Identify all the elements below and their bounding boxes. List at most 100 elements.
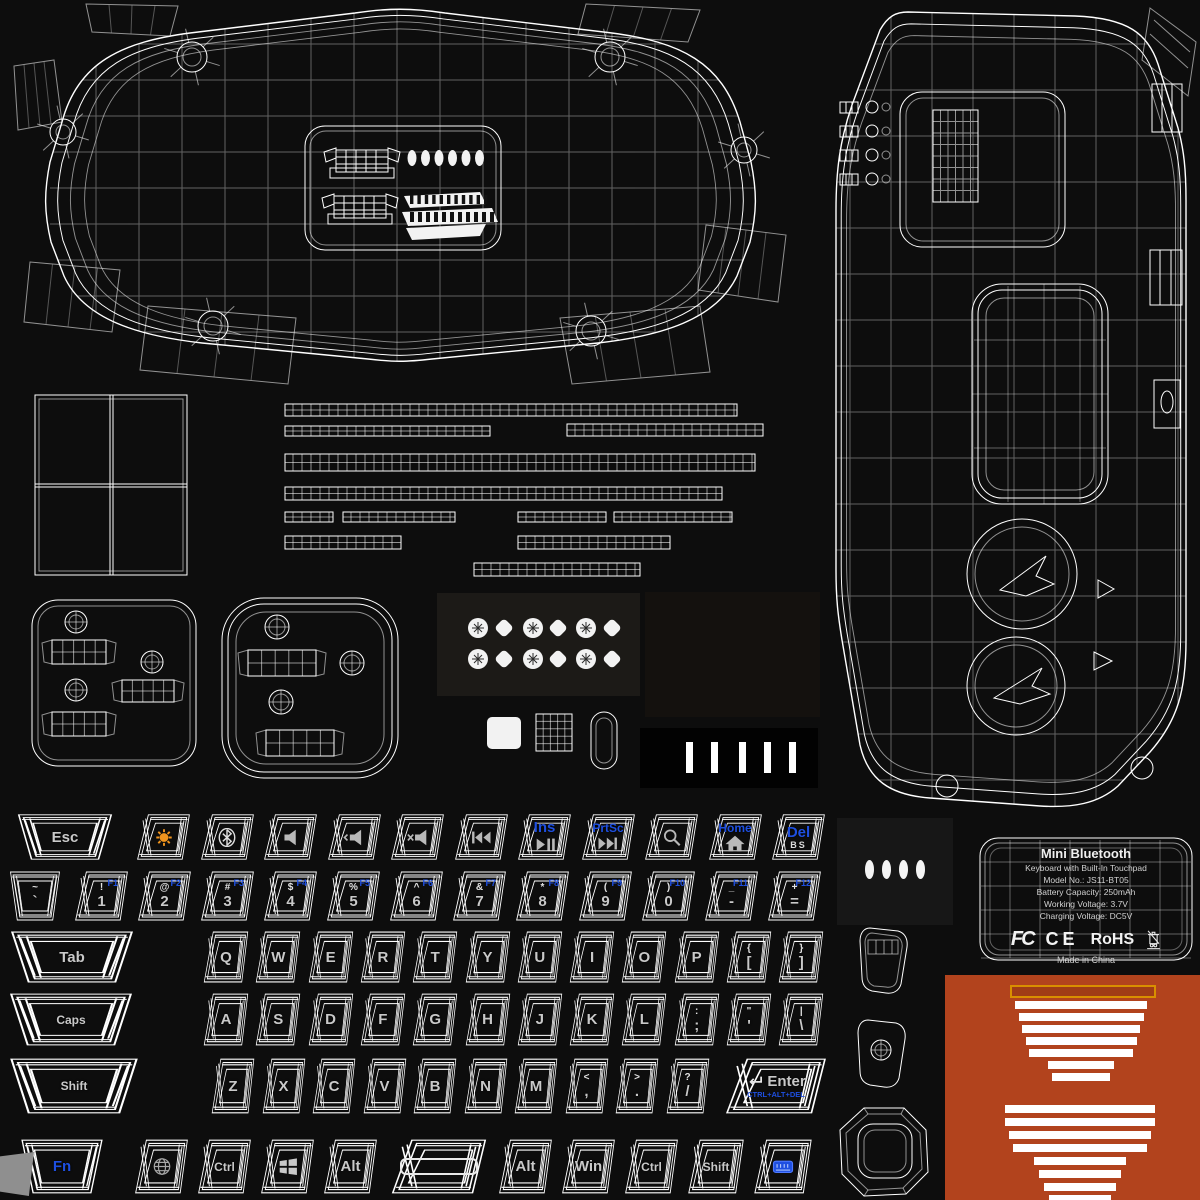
usb-pill-part [590,711,618,770]
texture-strip [517,511,607,523]
gear-dots-panel [437,593,640,696]
key-label: ' [747,1016,751,1034]
key-prtsc: PrtSc [580,813,637,861]
back-shell-wireframe [13,3,787,385]
key-label: 3 [223,893,232,910]
label-title: Mini Bluetooth [1040,846,1132,861]
key-space-icon [388,1138,490,1195]
key--: F11_- [703,870,760,922]
volume-down-icon [342,828,366,847]
key-1: F1!1 [73,870,130,922]
gear-dot [468,649,488,669]
key-q: Q [202,930,250,984]
texture-strip [284,511,334,523]
key--: >. [614,1057,660,1115]
white-stripe [1044,1183,1116,1191]
play-pause-icon [533,835,557,854]
key-7: F7&7 [451,870,508,922]
shift-symbol: : [695,1005,699,1017]
key-label: Fn [52,1158,72,1175]
key-label: F [378,1011,388,1028]
key-z: Z [210,1057,256,1115]
shift-symbol: ! [99,882,104,893]
home-icon [723,834,747,853]
key-label: Z [228,1077,238,1095]
key-label: . [634,1083,640,1100]
key-v: V [362,1057,408,1115]
charge-slot [789,742,796,773]
fkey-label: F9 [611,878,622,888]
key-8: F8*8 [514,870,571,922]
shift-symbol: ) [666,882,671,893]
side-arrow-upper [1097,579,1116,599]
ribbon-connector [402,192,498,240]
speaker-icon [279,828,303,847]
white-stripe [1018,1013,1144,1021]
key-l: L [620,992,668,1047]
key-9: F9(9 [577,870,634,922]
texture-strip [284,453,756,472]
key-label: Esc [51,828,79,846]
texture-strip [284,535,402,550]
cross-dot [602,618,622,638]
key-label: G [429,1011,442,1028]
edge-fragment [0,1152,34,1196]
key-2: F2@2 [136,870,193,922]
fkey-label: F5 [359,878,370,888]
key-label: H [482,1011,493,1028]
texture-strip [517,535,671,550]
key-label: Caps [56,1012,86,1027]
key-search-icon [643,813,700,861]
bluetooth-icon [215,828,239,847]
label-subtitle: Keyboard with Built-In Touchpad [1025,863,1147,873]
key-prev-track-icon [453,813,510,861]
cross-dot [548,649,568,669]
gear-dot [576,618,596,638]
key-label: Win [574,1158,603,1175]
white-stripe [1052,1073,1110,1081]
globe-icon [150,1157,174,1176]
key-x: X [261,1057,307,1115]
key-label: J [535,1011,544,1028]
cross-dot [494,649,514,669]
shift-symbol: $ [287,882,294,893]
key-label: N [480,1077,491,1095]
texture-strip [613,511,733,523]
weee-icon [1146,930,1161,950]
orange-stripes-panel [945,975,1200,1200]
key-label: S [273,1011,284,1028]
front-screw-left [935,774,959,798]
key-y: Y [464,930,512,984]
fkey-label: F7 [485,878,496,888]
space-icon [400,1158,478,1175]
front-shell-wireframe [835,7,1197,808]
key-label: 2 [160,893,169,910]
key-ctrl: Ctrl [196,1138,253,1195]
key-label: , [584,1083,589,1100]
key-speaker-icon [262,813,319,861]
key-3: F3#3 [199,870,256,922]
cert-row: FC CE RoHS [978,928,1194,951]
texture-strip [284,486,723,501]
key-g: G [411,992,459,1047]
shift-symbol: + [791,882,798,893]
shift-symbol: ~ [32,882,38,893]
rubber-feet-panel [837,818,953,925]
key-label: PrtSc [592,820,624,835]
key-label: 6 [412,893,421,910]
rubber-foot [899,860,908,879]
key-r: R [359,930,407,984]
key-label: D [325,1011,337,1028]
texture-strip [284,403,738,417]
key-label: Home [718,820,752,835]
fkey-label: F4 [296,878,307,888]
key-alt: Alt [322,1138,379,1195]
key--: "' [725,992,773,1047]
bracket-part-upper [323,147,401,179]
key-label: M [529,1077,543,1095]
white-pad-part [487,717,521,749]
key-label: 0 [664,893,673,910]
shift-symbol: % [349,882,358,893]
